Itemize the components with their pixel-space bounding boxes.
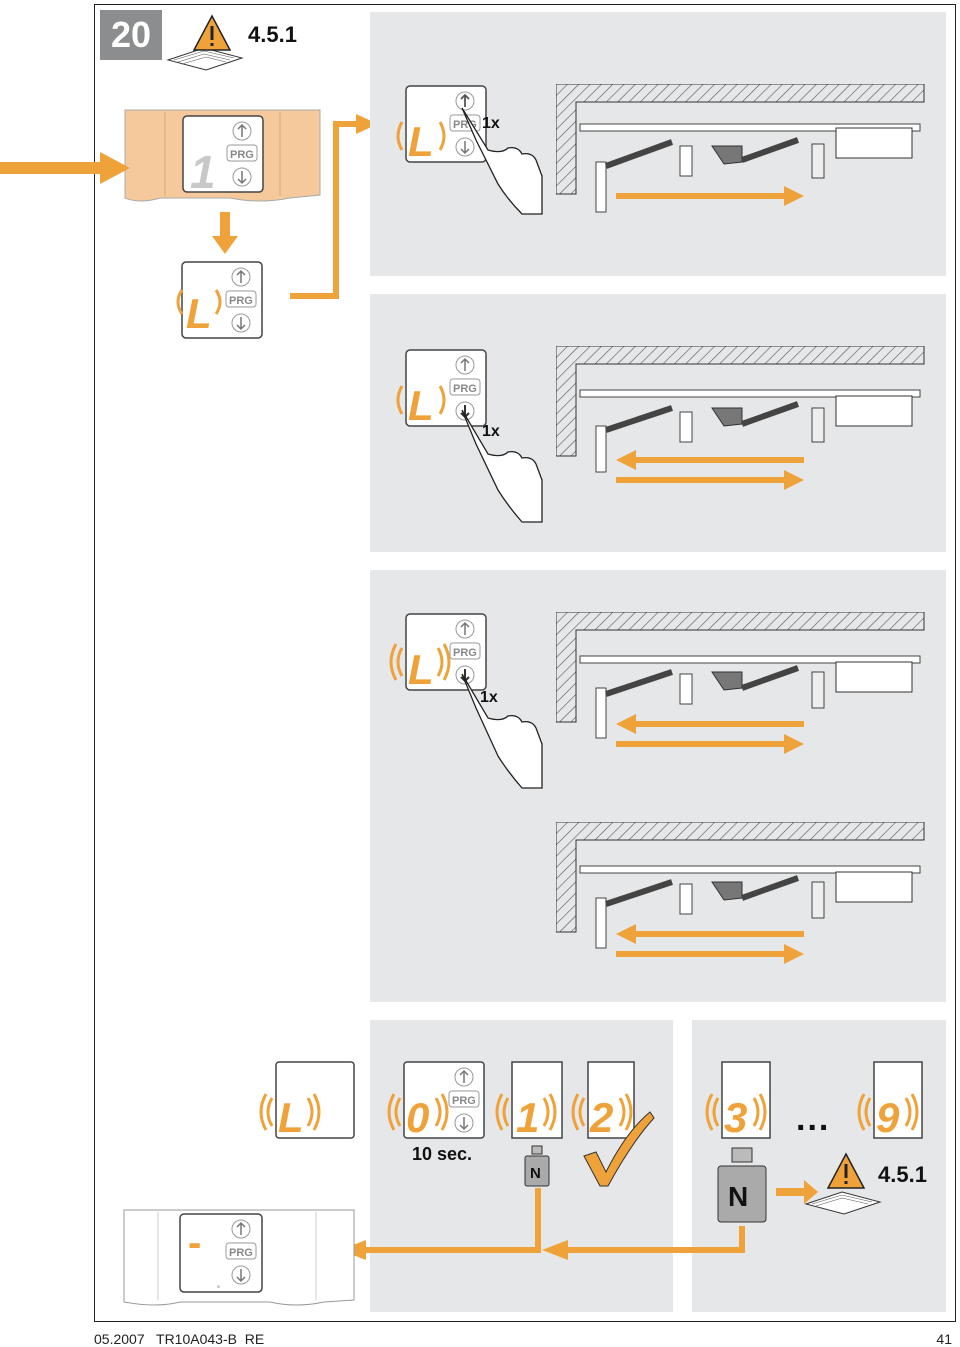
double-arrow-icon <box>616 924 804 964</box>
manual-reference-top: 4.5.1 <box>166 14 297 71</box>
press-count: 1x <box>480 689 498 706</box>
display-l-blinking: L <box>259 1061 355 1141</box>
display-three: 3 <box>705 1061 771 1141</box>
arrow-down-icon <box>212 212 238 254</box>
svg-text:4.5.1: 4.5.1 <box>878 1162 927 1187</box>
door-mechanism-4 <box>556 822 925 949</box>
prg-button[interactable] <box>225 1242 257 1260</box>
display-digit: L <box>408 118 434 165</box>
display-zero: PRG 0 <box>387 1061 485 1141</box>
manual-reference-bottom: 4.5.1 <box>776 1152 927 1215</box>
door-mechanism-3 <box>556 612 925 739</box>
display-digit: 2 <box>589 1094 613 1141</box>
press-down-illustration-2: PRG L 1x <box>389 613 543 789</box>
connector-arrow <box>290 114 378 299</box>
display-two: 2 <box>571 1061 655 1187</box>
press-down-illustration: PRG L 1x <box>396 349 543 523</box>
prg-button[interactable] <box>448 1090 480 1108</box>
svg-text:PRG: PRG <box>229 1247 253 1259</box>
footer-page-number: 41 <box>936 1331 952 1347</box>
operator-housing-top: PRG 1 <box>0 109 321 202</box>
svg-text:PRG: PRG <box>453 647 477 659</box>
double-arrow-icon <box>616 714 804 754</box>
prg-button[interactable] <box>449 642 481 660</box>
arrow-right-icon <box>776 1180 818 1204</box>
timer-label: 10 sec. <box>412 1144 473 1164</box>
footer-document-code: 05.2007 TR10A043-B RE <box>94 1331 265 1347</box>
open-book-icon <box>804 1191 882 1215</box>
prg-button[interactable] <box>226 144 258 162</box>
arrow-right-icon <box>616 186 804 206</box>
display-digit: L <box>408 646 434 693</box>
door-mechanism-2 <box>556 346 925 473</box>
door-mechanism-1 <box>556 84 925 213</box>
display-one: 1 <box>495 1061 563 1141</box>
display-digit: L <box>278 1094 304 1141</box>
svg-text:PRG: PRG <box>229 295 253 307</box>
display-digit: 3 <box>724 1094 747 1141</box>
svg-text:PRG: PRG <box>453 383 477 395</box>
press-up-illustration: PRG L 1x <box>396 85 543 215</box>
step-number-badge: 20 <box>100 10 162 60</box>
prg-button[interactable] <box>449 378 481 396</box>
return-arrows <box>340 1188 745 1260</box>
svg-text:N: N <box>728 1181 748 1212</box>
double-arrow-icon <box>616 450 804 490</box>
display-digit: L <box>408 382 434 429</box>
display-digit: 9 <box>876 1094 900 1141</box>
control-panel-l: PRG L <box>176 261 263 339</box>
display-digit: 1 <box>516 1094 539 1141</box>
display-digit: 1 <box>190 146 216 198</box>
weight-small-icon: N <box>524 1145 550 1187</box>
display-nine: 9 <box>857 1061 923 1141</box>
prg-button[interactable] <box>225 290 257 308</box>
instruction-frame <box>94 4 956 1322</box>
display-digit: - <box>188 1221 201 1265</box>
prg-button-label: PRG <box>230 149 254 161</box>
warning-triangle-icon <box>192 14 232 51</box>
display-digit: 0 <box>406 1094 429 1141</box>
weight-large-icon: N <box>717 1147 767 1223</box>
press-count: 1x <box>482 423 500 440</box>
svg-text:PRG: PRG <box>452 1095 476 1107</box>
arrow-right-icon <box>0 152 130 184</box>
open-book-icon <box>166 47 244 71</box>
operator-housing-bottom: PRG - . <box>123 1209 355 1306</box>
ellipsis: ... <box>796 1100 831 1138</box>
reference-number: 4.5.1 <box>248 22 297 47</box>
pointing-hand-icon <box>461 107 543 215</box>
svg-text:N: N <box>530 1165 541 1182</box>
pointing-hand-icon <box>461 673 543 789</box>
display-digit: L <box>186 290 212 337</box>
pointing-hand-icon <box>461 409 543 523</box>
svg-text:.: . <box>216 1272 221 1292</box>
checkmark-icon <box>583 1111 655 1187</box>
warning-triangle-icon <box>826 1152 866 1189</box>
press-count: 1x <box>482 115 500 132</box>
